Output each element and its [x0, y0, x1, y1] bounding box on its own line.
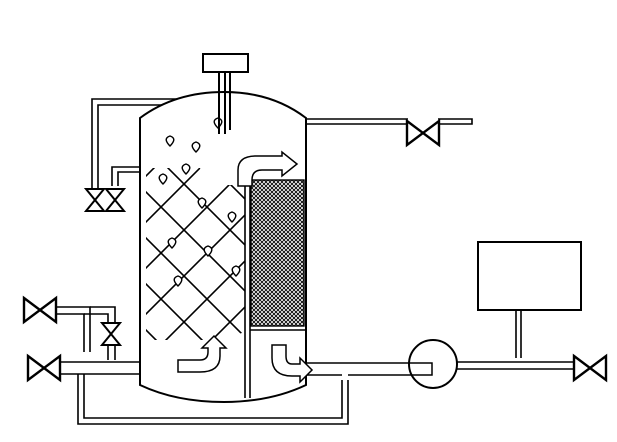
top-flow-arrow	[237, 150, 299, 187]
top-left-pipe-inner	[97, 104, 190, 188]
droplet	[227, 211, 237, 223]
top-left-pipe	[91, 98, 190, 188]
control-box	[477, 241, 582, 311]
upper-left-valve-pipe-inner	[55, 313, 85, 352]
drain-valve-pipe-inner	[90, 306, 116, 322]
droplet	[181, 163, 191, 175]
actuator-rods	[218, 72, 231, 134]
droplet	[197, 197, 207, 209]
valve-bottom-right[interactable]	[572, 354, 608, 382]
side-nozzle-pipe	[111, 166, 146, 186]
valve-drain[interactable]	[101, 322, 121, 346]
side-nozzle-pipe-inner	[117, 171, 146, 186]
droplet	[231, 265, 241, 277]
valve-bottom-left[interactable]	[26, 354, 62, 382]
top-actuator	[202, 53, 249, 134]
pump-inlet-stub	[410, 362, 433, 376]
mesh-filter	[250, 179, 305, 327]
droplet	[167, 237, 177, 249]
drain-valve-pipe	[84, 313, 109, 322]
packed-bed	[146, 168, 245, 340]
droplet	[158, 173, 168, 185]
valve-upper-left[interactable]	[22, 296, 58, 324]
valve-vent-right[interactable]	[105, 188, 125, 212]
droplet	[165, 135, 175, 147]
recirculation-pump[interactable]	[408, 339, 458, 389]
valve-top-right[interactable]	[405, 119, 441, 147]
inlet-flow-arrow	[177, 334, 228, 373]
valve-vent-left[interactable]	[85, 188, 105, 212]
bottom-return-pipe-inner	[83, 374, 343, 419]
droplet	[203, 245, 213, 257]
pump-to-valve-pipe	[456, 361, 575, 370]
droplet	[191, 141, 201, 153]
drain-valve-lower	[107, 346, 116, 360]
filter-flow-arrow	[271, 344, 314, 384]
outlet-pipe-end	[438, 118, 473, 125]
control-line	[515, 311, 522, 358]
actuator-head	[202, 53, 249, 73]
bottom-return-pipe	[77, 374, 349, 425]
droplet	[173, 275, 183, 287]
